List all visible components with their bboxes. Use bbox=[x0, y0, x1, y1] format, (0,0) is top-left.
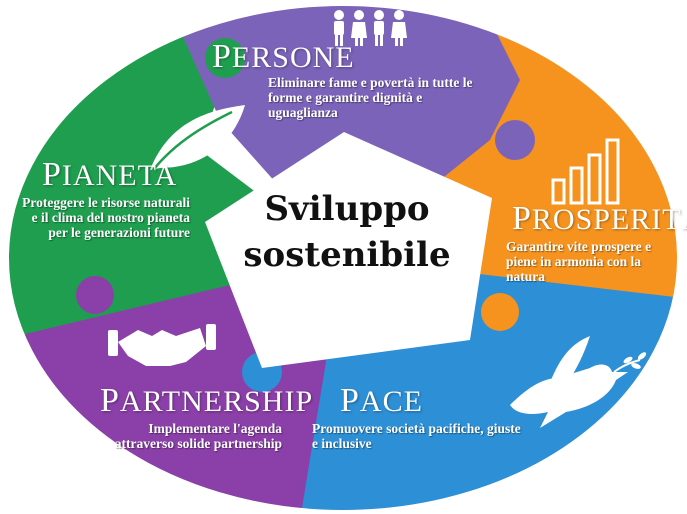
knob-persone-prosperita bbox=[495, 120, 535, 160]
partnership-title-cap: P bbox=[100, 382, 120, 419]
olive-branch-icon bbox=[613, 352, 647, 373]
persone-title: PERSONE bbox=[212, 40, 482, 74]
segment-partnership-label: PARTNERSHIP Implementare l'agenda attrav… bbox=[100, 382, 312, 452]
center-pentagon bbox=[205, 132, 492, 368]
partnership-title: PARTNERSHIP bbox=[100, 382, 312, 419]
prosperita-desc: Garantire vite prospere e piene in armon… bbox=[506, 239, 652, 284]
segment-pace-label: PACE Promuovere società pacifiche, giust… bbox=[312, 384, 532, 452]
knob-pianeta-persone bbox=[205, 38, 245, 78]
center-title-line2: sostenibile bbox=[243, 235, 451, 275]
prosperita-title-rest: ROSPERITÀ bbox=[531, 203, 687, 236]
segment-prosperita-label: PROSPERITÀ Garantire vite prospere e pie… bbox=[506, 200, 687, 285]
knob-prosperita-pace bbox=[481, 293, 519, 331]
persone-desc: Eliminare fame e povertà in tutte le for… bbox=[268, 75, 473, 120]
partnership-desc: Implementare l'agenda attraverso solide … bbox=[114, 421, 282, 451]
persone-title-cap: P bbox=[212, 38, 232, 75]
bar-chart-icon bbox=[551, 138, 620, 205]
pace-desc: Promuovere società pacifiche, giuste e i… bbox=[312, 421, 521, 451]
center-title-line1: Sviluppo bbox=[264, 189, 430, 229]
pianeta-desc: Proteggere le risorse naturali e il clim… bbox=[22, 195, 190, 240]
knob-partnership-pianeta bbox=[76, 276, 114, 314]
pace-title-cap: P bbox=[340, 382, 360, 419]
handshake-icon bbox=[108, 324, 216, 366]
prosperita-title: PROSPERITÀ bbox=[512, 200, 687, 237]
pace-title: PACE bbox=[340, 384, 532, 418]
persone-title-rest: ERSONE bbox=[231, 41, 355, 74]
pianeta-title-rest: IANETA bbox=[61, 159, 178, 192]
outer-ellipse-border bbox=[7, 4, 679, 512]
leaf-icon bbox=[140, 105, 245, 186]
segment-pianeta-label: PIANETA Proteggere le risorse naturali e… bbox=[22, 158, 204, 241]
center-title: Sviluppo sostenibile bbox=[216, 186, 478, 278]
people-icon bbox=[334, 10, 407, 46]
dove-icon bbox=[510, 336, 628, 428]
partnership-title-rest: ARTNERSHIP bbox=[119, 385, 314, 418]
segment-persone-top bbox=[180, 5, 520, 258]
pace-title-rest: ACE bbox=[359, 385, 423, 418]
prosperita-title-cap: P bbox=[512, 200, 532, 237]
pianeta-title: PIANETA bbox=[42, 158, 204, 192]
pianeta-title-cap: P bbox=[42, 156, 62, 193]
segment-persone-label: PERSONE Eliminare fame e povertà in tutt… bbox=[212, 40, 482, 121]
